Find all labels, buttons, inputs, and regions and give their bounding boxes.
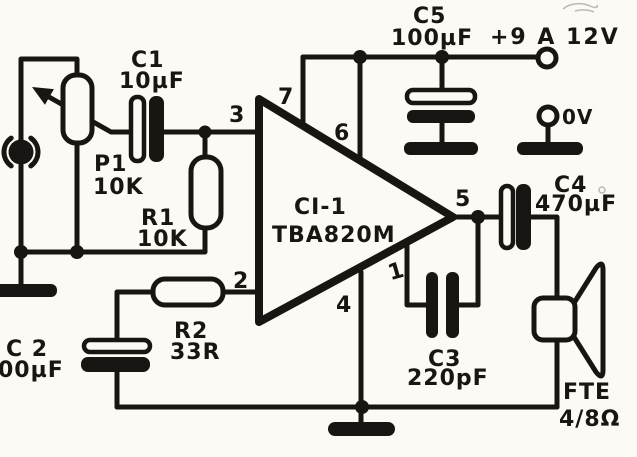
microphone-ring-right xyxy=(28,135,41,169)
label-c5-ref: C5 xyxy=(413,4,446,29)
capacitor-c1 xyxy=(128,94,164,164)
ic-triangle-outline xyxy=(255,95,457,326)
c1-plate-positive xyxy=(128,94,147,164)
junction-dot xyxy=(14,245,28,259)
c2-plate-negative xyxy=(81,357,150,372)
resistor-r1-body xyxy=(188,154,224,231)
label-c4-ref: C4 xyxy=(554,173,587,198)
pin-2-label: 2 xyxy=(233,269,248,294)
capacitor-c5 xyxy=(404,87,478,155)
zero-volt-ground-bar xyxy=(517,142,583,155)
pin-3-label: 3 xyxy=(229,103,244,128)
wire-pin1-to-c3 xyxy=(404,243,430,308)
label-c2-value: 00µF xyxy=(0,358,64,383)
label-r2-ref: R2 xyxy=(174,319,208,344)
potentiometer-body xyxy=(60,72,95,146)
pin-4-label: 4 xyxy=(336,293,351,318)
c3-plate-left xyxy=(426,272,438,338)
c5-plate-negative xyxy=(407,110,475,123)
wire-c4-to-speaker xyxy=(528,214,560,303)
label-c4-value: 470µF xyxy=(535,192,617,217)
pin-1-label: 1 xyxy=(385,258,407,286)
label-speaker-ref: FTE xyxy=(563,380,611,405)
capacitor-c3 xyxy=(426,272,459,338)
scan-artifact-squiggle xyxy=(562,2,599,13)
c2-plate-positive xyxy=(81,337,153,355)
junction-dots xyxy=(14,50,485,414)
junction-dot xyxy=(471,210,485,224)
label-ic-part: TBA820M xyxy=(272,223,396,248)
label-c1-ref: C1 xyxy=(131,48,164,73)
junction-dot xyxy=(70,245,84,259)
label-c2-ref: C 2 xyxy=(6,337,48,362)
resistor-r2-body xyxy=(150,276,226,308)
label-p1-ref: P1 xyxy=(94,152,127,177)
label-c1-value: 10µF xyxy=(119,69,185,94)
pin-5-label: 5 xyxy=(455,187,470,212)
microphone-ground-bar xyxy=(0,284,57,297)
label-p1-value: 10K xyxy=(93,175,144,200)
microphone-symbol xyxy=(1,135,41,169)
speaker-cone xyxy=(571,261,606,379)
junction-dot xyxy=(353,50,367,64)
label-speaker-value: 4/8Ω xyxy=(559,407,620,432)
c4-plate-negative xyxy=(516,184,531,250)
c1-plate-negative xyxy=(149,96,164,162)
junction-dot xyxy=(355,400,369,414)
label-r1-ref: R1 xyxy=(141,206,175,231)
wire-mic-to-pot-top xyxy=(18,56,80,144)
speaker-driver-box xyxy=(531,295,578,343)
zero-volt-terminal-circle xyxy=(536,104,560,128)
wire-c3-to-output xyxy=(454,215,481,308)
capacitor-c2 xyxy=(81,337,153,372)
c5-ground-bar xyxy=(404,142,478,155)
label-supply-voltage: +9 A 12V xyxy=(490,25,620,50)
label-c3-ref: C3 xyxy=(428,347,461,372)
label-c5-value: 100µF xyxy=(391,26,473,51)
wire-r2-to-c2 xyxy=(114,289,156,344)
main-ground-bar xyxy=(328,422,395,436)
potentiometer-p1 xyxy=(32,72,95,146)
microphone-capsule xyxy=(8,139,34,165)
c3-plate-right xyxy=(446,272,459,338)
ic-amplifier-triangle xyxy=(255,95,457,326)
c4-plate-positive xyxy=(498,183,516,251)
label-ic-ref: CI-1 xyxy=(294,195,347,220)
supply-terminal-circle xyxy=(535,46,559,70)
label-r2-value: 33R xyxy=(170,340,221,365)
c5-plate-positive xyxy=(404,87,478,106)
label-r1-value: 10K xyxy=(137,227,188,252)
speaker-symbol xyxy=(531,261,606,379)
label-zero-volt: 0V xyxy=(562,105,593,129)
potentiometer-arrowhead xyxy=(32,87,54,105)
capacitor-c4 xyxy=(498,183,531,251)
junction-dot xyxy=(435,50,449,64)
scan-artifact-dot xyxy=(598,186,606,194)
zero-volt-terminal xyxy=(517,104,583,155)
pin-6-label: 6 xyxy=(334,121,349,146)
microphone-ring-left xyxy=(1,135,14,169)
pin-7-label: 7 xyxy=(278,85,293,110)
label-c3-value: 220pF xyxy=(407,366,489,391)
junction-dot xyxy=(198,125,212,139)
